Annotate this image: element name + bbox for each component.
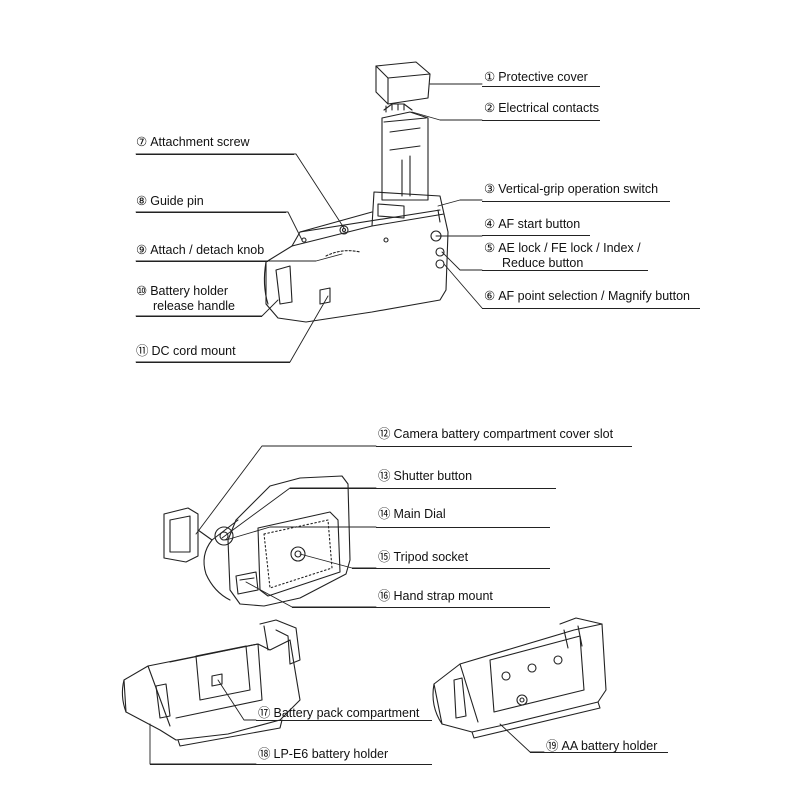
callout-10-line2: release handle xyxy=(153,299,235,314)
callout-number: ⑩ xyxy=(136,284,148,298)
contact-tower-drawing xyxy=(381,103,429,201)
callout-number: ② xyxy=(484,101,496,115)
callout-text: Reduce button xyxy=(502,256,584,270)
grip-rear-drawing xyxy=(163,475,351,607)
callout-text: AF point selection / Magnify button xyxy=(498,289,690,303)
callout-text: Guide pin xyxy=(150,194,204,208)
callout-text: LP-E6 battery holder xyxy=(273,747,389,761)
underline-2 xyxy=(482,120,600,121)
callout-number: ⑪ xyxy=(136,344,149,358)
aa-holder-drawing xyxy=(432,617,607,739)
callout-5-line2: Reduce button xyxy=(502,256,583,271)
callout-text: Shutter button xyxy=(393,469,473,483)
callout-number: ① xyxy=(484,70,496,84)
callout-text: AF start button xyxy=(498,217,581,231)
callout-text: Hand strap mount xyxy=(393,589,493,603)
underline-19 xyxy=(530,752,668,753)
underline-1 xyxy=(482,86,600,87)
callout-number: ④ xyxy=(484,217,496,231)
protective-cover-drawing xyxy=(375,61,431,105)
underline-16 xyxy=(292,607,550,608)
callout-text: release handle xyxy=(153,299,236,313)
leader-lines xyxy=(135,83,545,765)
grip-body-drawing xyxy=(263,191,449,323)
callout-number: ⑤ xyxy=(484,241,496,255)
underline-14 xyxy=(376,527,550,528)
underline-15 xyxy=(352,568,550,569)
callout-number: ⑱ xyxy=(258,747,271,761)
underline-7 xyxy=(136,154,294,155)
underline-5 xyxy=(482,270,648,271)
callout-text: Main Dial xyxy=(393,507,446,521)
callout-number: ⑥ xyxy=(484,289,496,303)
callout-number: ⑬ xyxy=(378,469,391,483)
callout-number: ⑯ xyxy=(378,589,391,603)
callout-number: ③ xyxy=(484,182,496,196)
callout-text: Battery holder xyxy=(150,284,229,298)
underline-6 xyxy=(482,308,700,309)
underline-18 xyxy=(150,764,432,765)
underline-3 xyxy=(482,201,670,202)
callout-text: Attach / detach knob xyxy=(150,243,265,257)
callout-text: Vertical-grip operation switch xyxy=(498,182,659,196)
callout-number: ⑫ xyxy=(378,427,391,441)
underline-12 xyxy=(376,446,632,447)
callout-text: DC cord mount xyxy=(151,344,236,358)
callout-number: ⑲ xyxy=(546,739,559,753)
callout-text: Protective cover xyxy=(498,70,588,84)
underline-8 xyxy=(136,212,286,213)
callout-text: AE lock / FE lock / Index / xyxy=(498,241,641,255)
underline-11 xyxy=(136,362,290,363)
callout-number: ⑨ xyxy=(136,243,148,257)
callout-text: Battery pack compartment xyxy=(273,706,420,720)
callout-number: ⑮ xyxy=(378,550,391,564)
lpe6-holder-drawing xyxy=(121,619,301,747)
callout-text: Attachment screw xyxy=(150,135,250,149)
underline-17 xyxy=(256,720,432,721)
callout-text: Tripod socket xyxy=(393,550,469,564)
underline-9 xyxy=(136,261,268,262)
callout-number: ⑰ xyxy=(258,706,271,720)
callout-number: ⑧ xyxy=(136,194,148,208)
callout-number: ⑦ xyxy=(136,135,148,149)
callout-text: AA battery holder xyxy=(561,739,658,753)
callout-number: ⑭ xyxy=(378,507,391,521)
underline-13 xyxy=(290,488,556,489)
callout-text: Camera battery compartment cover slot xyxy=(393,427,614,441)
underline-10 xyxy=(136,316,262,317)
underline-4 xyxy=(482,235,590,236)
callout-text: Electrical contacts xyxy=(498,101,599,115)
